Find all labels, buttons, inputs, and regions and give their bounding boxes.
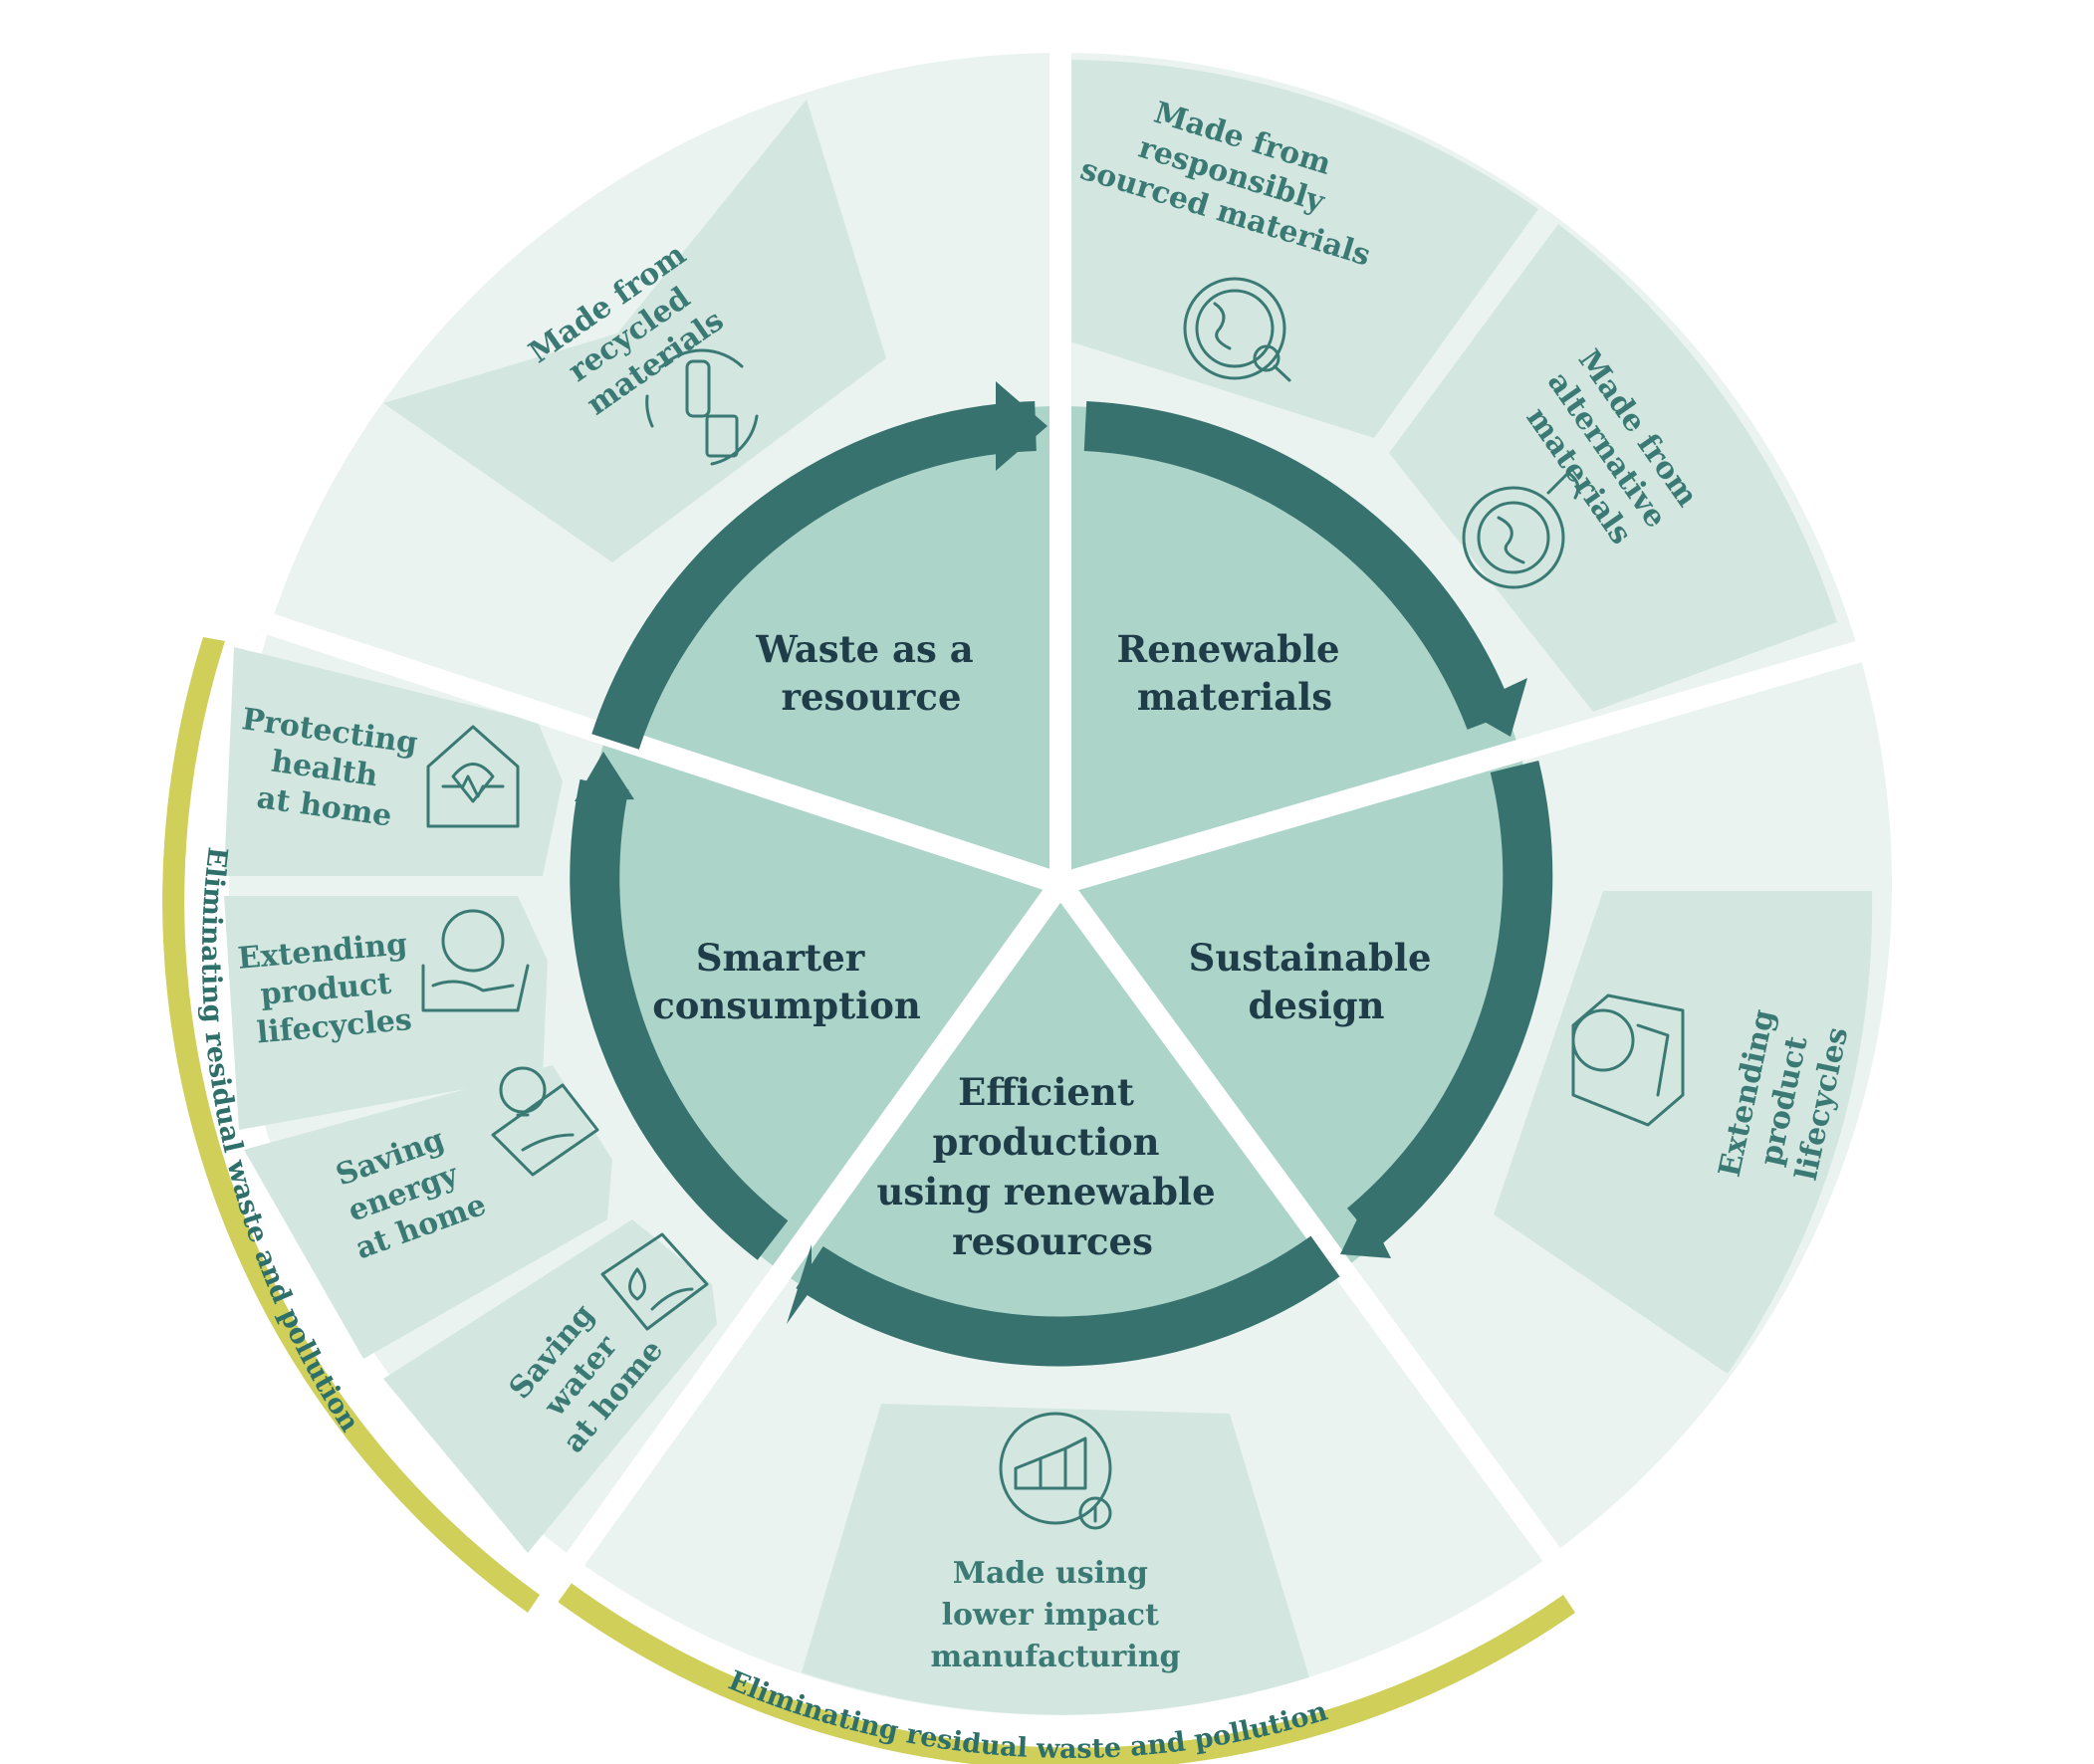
arrowhead-left	[575, 752, 634, 801]
arrowhead-top	[996, 381, 1047, 471]
panel-manufacturing	[802, 1404, 1309, 1715]
house-heart-icon	[426, 725, 520, 828]
cycle-arrow-1	[1083, 401, 1514, 730]
panel-responsibly	[1060, 59, 1538, 438]
globe-box-icon	[1571, 993, 1685, 1127]
outer-label-manufacturing: Made using lower impact manufacturing	[930, 1556, 1180, 1674]
hub-label-renewable: Renewable materials	[1117, 627, 1353, 719]
arrowheads	[575, 381, 1527, 1324]
panel-extending-left	[224, 896, 548, 1130]
panel-alternative	[1389, 224, 1837, 712]
factory-icon	[999, 1412, 1112, 1530]
spoke-lower-right	[1051, 877, 1592, 1605]
cycle-arrows	[570, 401, 1553, 1367]
panel-protecting	[224, 647, 563, 876]
hub-label-sustainable: Sustainable design	[1189, 936, 1445, 1027]
svg-text:Extending product: Extending product lifecycles	[236, 926, 425, 1051]
hub-label-smarter: Smarter consumption	[652, 936, 921, 1027]
spoke-left	[245, 606, 1064, 895]
accent-band-bottom	[546, 1573, 1575, 1764]
spoke-lower-left	[539, 877, 1069, 1605]
accent-band-left	[162, 637, 540, 1613]
recycle-bottle-icon	[645, 348, 759, 466]
outer-label-extending-left: Extending product lifecycles	[236, 926, 425, 1051]
arrowhead-bottom	[787, 1244, 812, 1324]
cycle-arrow-3	[796, 1235, 1340, 1367]
cycle-arrow-4	[570, 778, 789, 1260]
hub-label-waste: Waste as a resource	[755, 627, 986, 719]
spokes	[245, 30, 1896, 1605]
panel-energy	[244, 1065, 612, 1359]
spoke-right	[1056, 631, 1896, 895]
outer-panels	[224, 59, 1873, 1715]
cycle-arrow-2	[1346, 761, 1553, 1247]
panel-recycled	[383, 100, 886, 562]
cycle-arrow-5	[591, 401, 1037, 750]
arrowhead-lower-right	[1340, 1205, 1391, 1258]
globe-magnifier-icon	[1183, 277, 1291, 382]
panel-water	[383, 1219, 717, 1553]
globe-sprout-icon	[1462, 471, 1580, 589]
hub-label-efficient: Efficient production using renewable res…	[876, 1070, 1228, 1263]
arrowhead-right	[1462, 678, 1527, 737]
bulb-hand-icon	[491, 1066, 599, 1177]
water-hand-icon	[600, 1232, 709, 1331]
globe-hand-icon	[421, 909, 530, 1012]
